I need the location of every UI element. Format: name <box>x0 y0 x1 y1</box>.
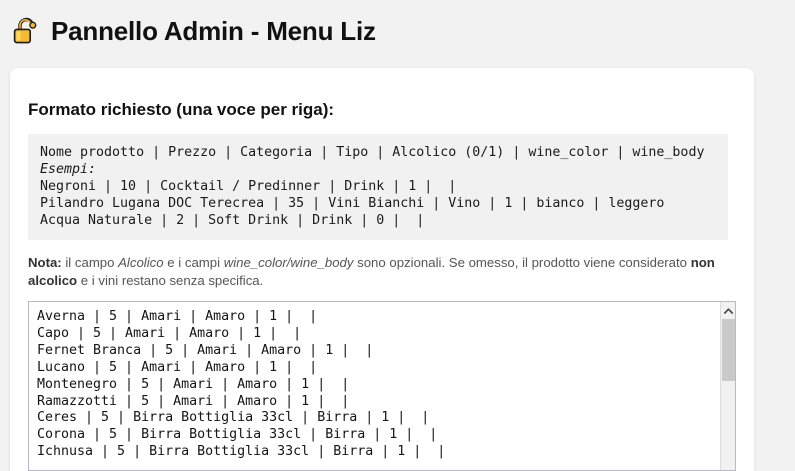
main-card: Formato richiesto (una voce per riga): N… <box>10 68 754 471</box>
note-text-4: e i vini restano senza specifica. <box>77 273 264 288</box>
textarea-line: Capo | 5 | Amari | Amaro | 1 | | <box>37 325 302 341</box>
note-text-2: e i campi <box>163 255 224 270</box>
format-note: Nota: il campo Alcolico e i campi wine_c… <box>28 254 728 290</box>
section-title: Formato richiesto (una voce per riga): <box>28 100 335 119</box>
textarea-line: Ceres | 5 | Birra Bottiglia 33cl | Birra… <box>37 410 430 426</box>
open-padlock-icon <box>12 15 42 47</box>
textarea-scrollbar[interactable] <box>720 302 735 470</box>
textarea-line: Fernet Branca | 5 | Amari | Amaro | 1 | … <box>37 342 374 358</box>
textarea-line: Lucano | 5 | Amari | Amaro | 1 | | <box>37 359 318 375</box>
example-line: Negroni | 10 | Cocktail / Predinner | Dr… <box>40 179 457 194</box>
note-strong-non-alcolico: non alcolico <box>28 255 715 288</box>
note-label: Nota: <box>28 255 62 270</box>
textarea-line: Montenegro | 5 | Amari | Amaro | 1 | | <box>37 376 350 392</box>
scroll-up-arrow-icon[interactable] <box>721 302 735 319</box>
page-header: Pannello Admin - Menu Liz <box>0 0 795 58</box>
note-em-wine-fields: wine_color/wine_body <box>223 255 354 270</box>
examples-label: Esempi: <box>40 162 97 177</box>
page-title: Pannello Admin - Menu Liz <box>51 16 376 46</box>
example-line: Acqua Naturale | 2 | Soft Drink | Drink … <box>40 213 425 228</box>
scrollbar-thumb[interactable] <box>722 319 735 381</box>
textarea-line: Corona | 5 | Birra Bottiglia 33cl | Birr… <box>37 427 438 443</box>
textarea-line: Averna | 5 | Amari | Amaro | 1 | | <box>37 309 318 324</box>
textarea-line: Ichnusa | 5 | Birra Bottiglia 33cl | Bir… <box>37 444 446 460</box>
menu-items-textarea[interactable]: Averna | 5 | Amari | Amaro | 1 | | Capo … <box>28 301 736 471</box>
note-em-alcolico: Alcolico <box>118 255 164 270</box>
textarea-content[interactable]: Averna | 5 | Amari | Amaro | 1 | | Capo … <box>29 302 722 470</box>
format-code-block: Nome prodotto | Prezzo | Categoria | Tip… <box>28 134 728 240</box>
textarea-line: Ramazzotti | 5 | Amari | Amaro | 1 | | <box>37 393 350 409</box>
note-text-3: sono opzionali. Se omesso, il prodotto v… <box>353 255 691 270</box>
note-text-1: il campo <box>61 255 119 270</box>
example-line: Pilandro Lugana DOC Terecrea | 35 | Vini… <box>40 196 665 211</box>
format-schema-line: Nome prodotto | Prezzo | Categoria | Tip… <box>40 145 705 160</box>
